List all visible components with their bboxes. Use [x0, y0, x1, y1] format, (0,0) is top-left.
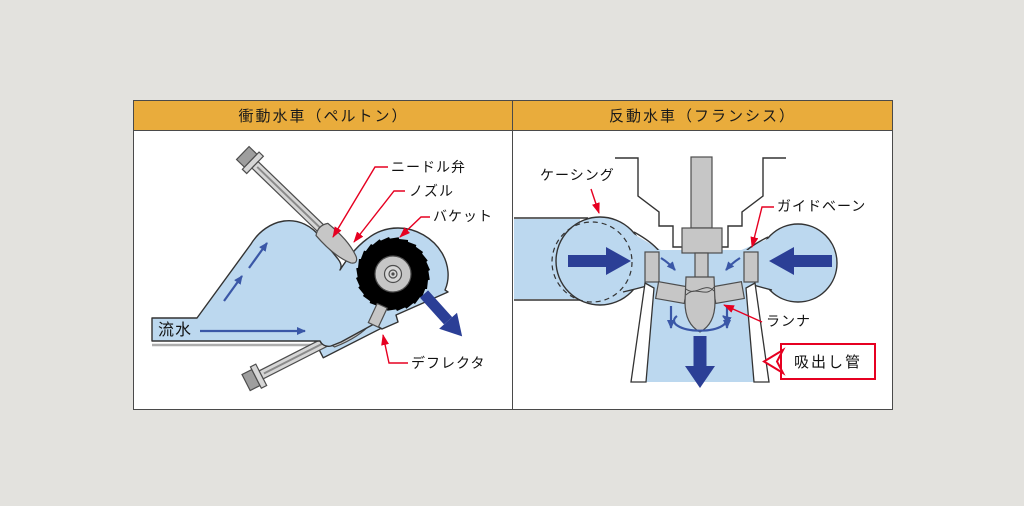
branch-flow-arrow-1 — [223, 275, 243, 302]
label-nozzle: ノズル — [409, 183, 454, 199]
leader-bucket — [399, 216, 430, 238]
label-casing: ケーシング — [540, 167, 615, 183]
rotation-arrow — [672, 315, 732, 332]
shaft-coupling — [681, 227, 723, 254]
turbine-shaft — [690, 156, 713, 229]
panel-divider — [512, 101, 513, 409]
cover-outline-right — [713, 157, 786, 248]
draft-tube-arrow — [685, 336, 715, 388]
draft-tube-wall-left — [630, 281, 655, 383]
casing-dashed-circle — [551, 221, 633, 303]
vane-flow-arrow-right — [725, 257, 741, 271]
left-neck-top-edge — [633, 231, 660, 252]
vane-flow-arrow-left — [660, 257, 676, 271]
leader-guide-vane — [750, 206, 774, 248]
francis-diagram — [514, 156, 876, 388]
inflow-arrow-right — [769, 247, 832, 275]
upper-needle-assembly — [235, 145, 358, 264]
label-guide-vane: ガイドベーン — [777, 198, 867, 214]
label-draft-tube: 吸出し管 — [793, 354, 862, 371]
label-flow-water: 流水 — [158, 322, 193, 339]
panel-header-row: 衝動水車（ペルトン） 反動水車（フランシス） — [134, 101, 892, 131]
leader-runner — [723, 304, 763, 323]
runner-part — [654, 276, 746, 333]
pelton-wheel — [353, 234, 433, 314]
leader-needle-valve — [332, 166, 388, 238]
header-reaction-turbine: 反動水車（フランシス） — [608, 108, 796, 125]
runner-cone — [684, 276, 716, 333]
upper-needle-body — [315, 222, 358, 264]
exit-water-arrow — [419, 290, 463, 337]
guide-vane-right — [743, 251, 759, 283]
leader-casing — [590, 188, 600, 214]
draft-tube-callout-tail — [762, 347, 786, 376]
draft-tube-wall-right — [745, 281, 770, 383]
label-runner: ランナ — [766, 313, 811, 329]
inflow-arrow-left — [568, 247, 631, 275]
cover-outline-left — [615, 157, 688, 248]
label-deflector: デフレクタ — [411, 355, 486, 371]
deflector-part — [367, 302, 388, 328]
branch-flow-arrow-2 — [248, 242, 268, 269]
wheel-center-dot — [391, 272, 395, 276]
label-needle-valve: ニードル弁 — [391, 159, 466, 175]
draft-tube-callout-box — [780, 343, 876, 380]
label-bucket: バケット — [433, 208, 493, 224]
guide-vane-left — [644, 251, 660, 283]
leader-deflector — [381, 334, 408, 364]
pelton-diagram — [151, 145, 463, 392]
header-impulse-turbine: 衝動水車（ペルトン） — [238, 108, 409, 125]
leader-nozzle — [353, 190, 405, 243]
